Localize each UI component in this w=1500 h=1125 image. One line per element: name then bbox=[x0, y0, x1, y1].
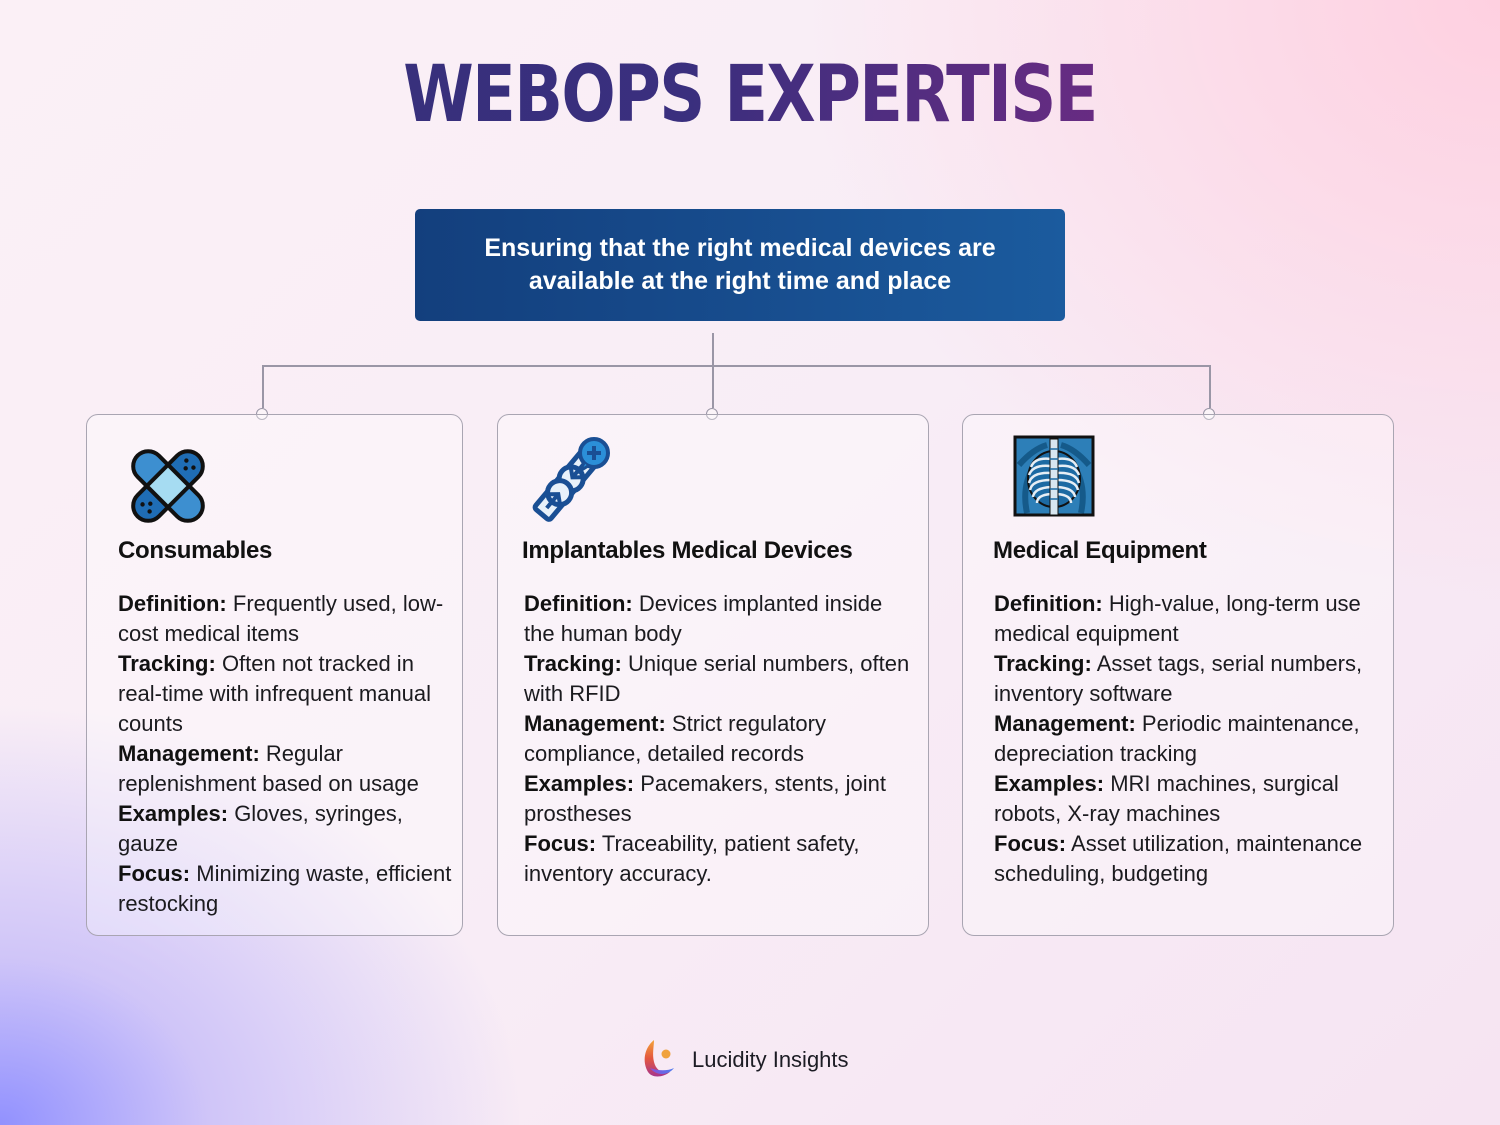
field-tracking: Tracking: Asset tags, serial numbers, in… bbox=[994, 651, 1363, 706]
field-tracking: Tracking: Often not tracked in real-time… bbox=[118, 651, 432, 736]
field-management: Management: Strict regulatory compliance… bbox=[524, 711, 826, 766]
field-examples: Examples: Gloves, syringes, gauze bbox=[118, 801, 403, 856]
field-focus: Focus: Traceability, patient safety, inv… bbox=[524, 831, 860, 886]
card-title: Medical Equipment bbox=[993, 537, 1207, 564]
field-definition: Definition: Frequently used, low-cost me… bbox=[118, 591, 444, 646]
card-title: Consumables bbox=[118, 537, 273, 564]
lucidity-logo-icon bbox=[640, 1038, 678, 1083]
bone-joint-implant-icon bbox=[526, 435, 616, 525]
field-focus: Focus: Minimizing waste, efficient resto… bbox=[118, 861, 452, 916]
field-focus: Focus: Asset utilization, maintenance sc… bbox=[994, 831, 1363, 886]
connector-right bbox=[1209, 365, 1211, 408]
field-examples: Examples: MRI machines, surgical robots,… bbox=[994, 771, 1339, 826]
connector-trunk bbox=[712, 333, 714, 408]
field-definition: Definition: High-value, long-term use me… bbox=[994, 591, 1361, 646]
brand-name: Lucidity Insights bbox=[692, 1047, 849, 1072]
card-consumables: Consumables Definition: Frequently used,… bbox=[86, 414, 463, 936]
footer-brand: Lucidity Insights bbox=[640, 1038, 849, 1083]
bandage-icon bbox=[123, 441, 213, 531]
card-medical-equipment: Medical Equipment Definition: High-value… bbox=[962, 414, 1394, 936]
summary-banner: Ensuring that the right medical devices … bbox=[415, 209, 1065, 321]
field-definition: Definition: Devices implanted inside the… bbox=[524, 591, 883, 646]
card-body: Definition: High-value, long-term use me… bbox=[994, 589, 1383, 889]
banner-text: Ensuring that the right medical devices … bbox=[484, 234, 996, 295]
field-tracking: Tracking: Unique serial numbers, often w… bbox=[524, 651, 910, 706]
connector-left bbox=[262, 365, 264, 408]
field-management: Management: Regular replenishment based … bbox=[118, 741, 419, 796]
field-examples: Examples: Pacemakers, stents, joint pros… bbox=[524, 771, 886, 826]
card-title: Implantables Medical Devices bbox=[522, 537, 853, 564]
chest-xray-icon bbox=[1013, 435, 1103, 525]
card-body: Definition: Frequently used, low-cost me… bbox=[118, 589, 452, 919]
card-body: Definition: Devices implanted inside the… bbox=[524, 589, 918, 889]
connector-horizontal bbox=[262, 365, 1210, 367]
field-management: Management: Periodic maintenance, deprec… bbox=[994, 711, 1360, 766]
card-implantables: Implantables Medical Devices Definition:… bbox=[497, 414, 929, 936]
page-title: WEBOPS EXPERTISE bbox=[135, 50, 1365, 140]
